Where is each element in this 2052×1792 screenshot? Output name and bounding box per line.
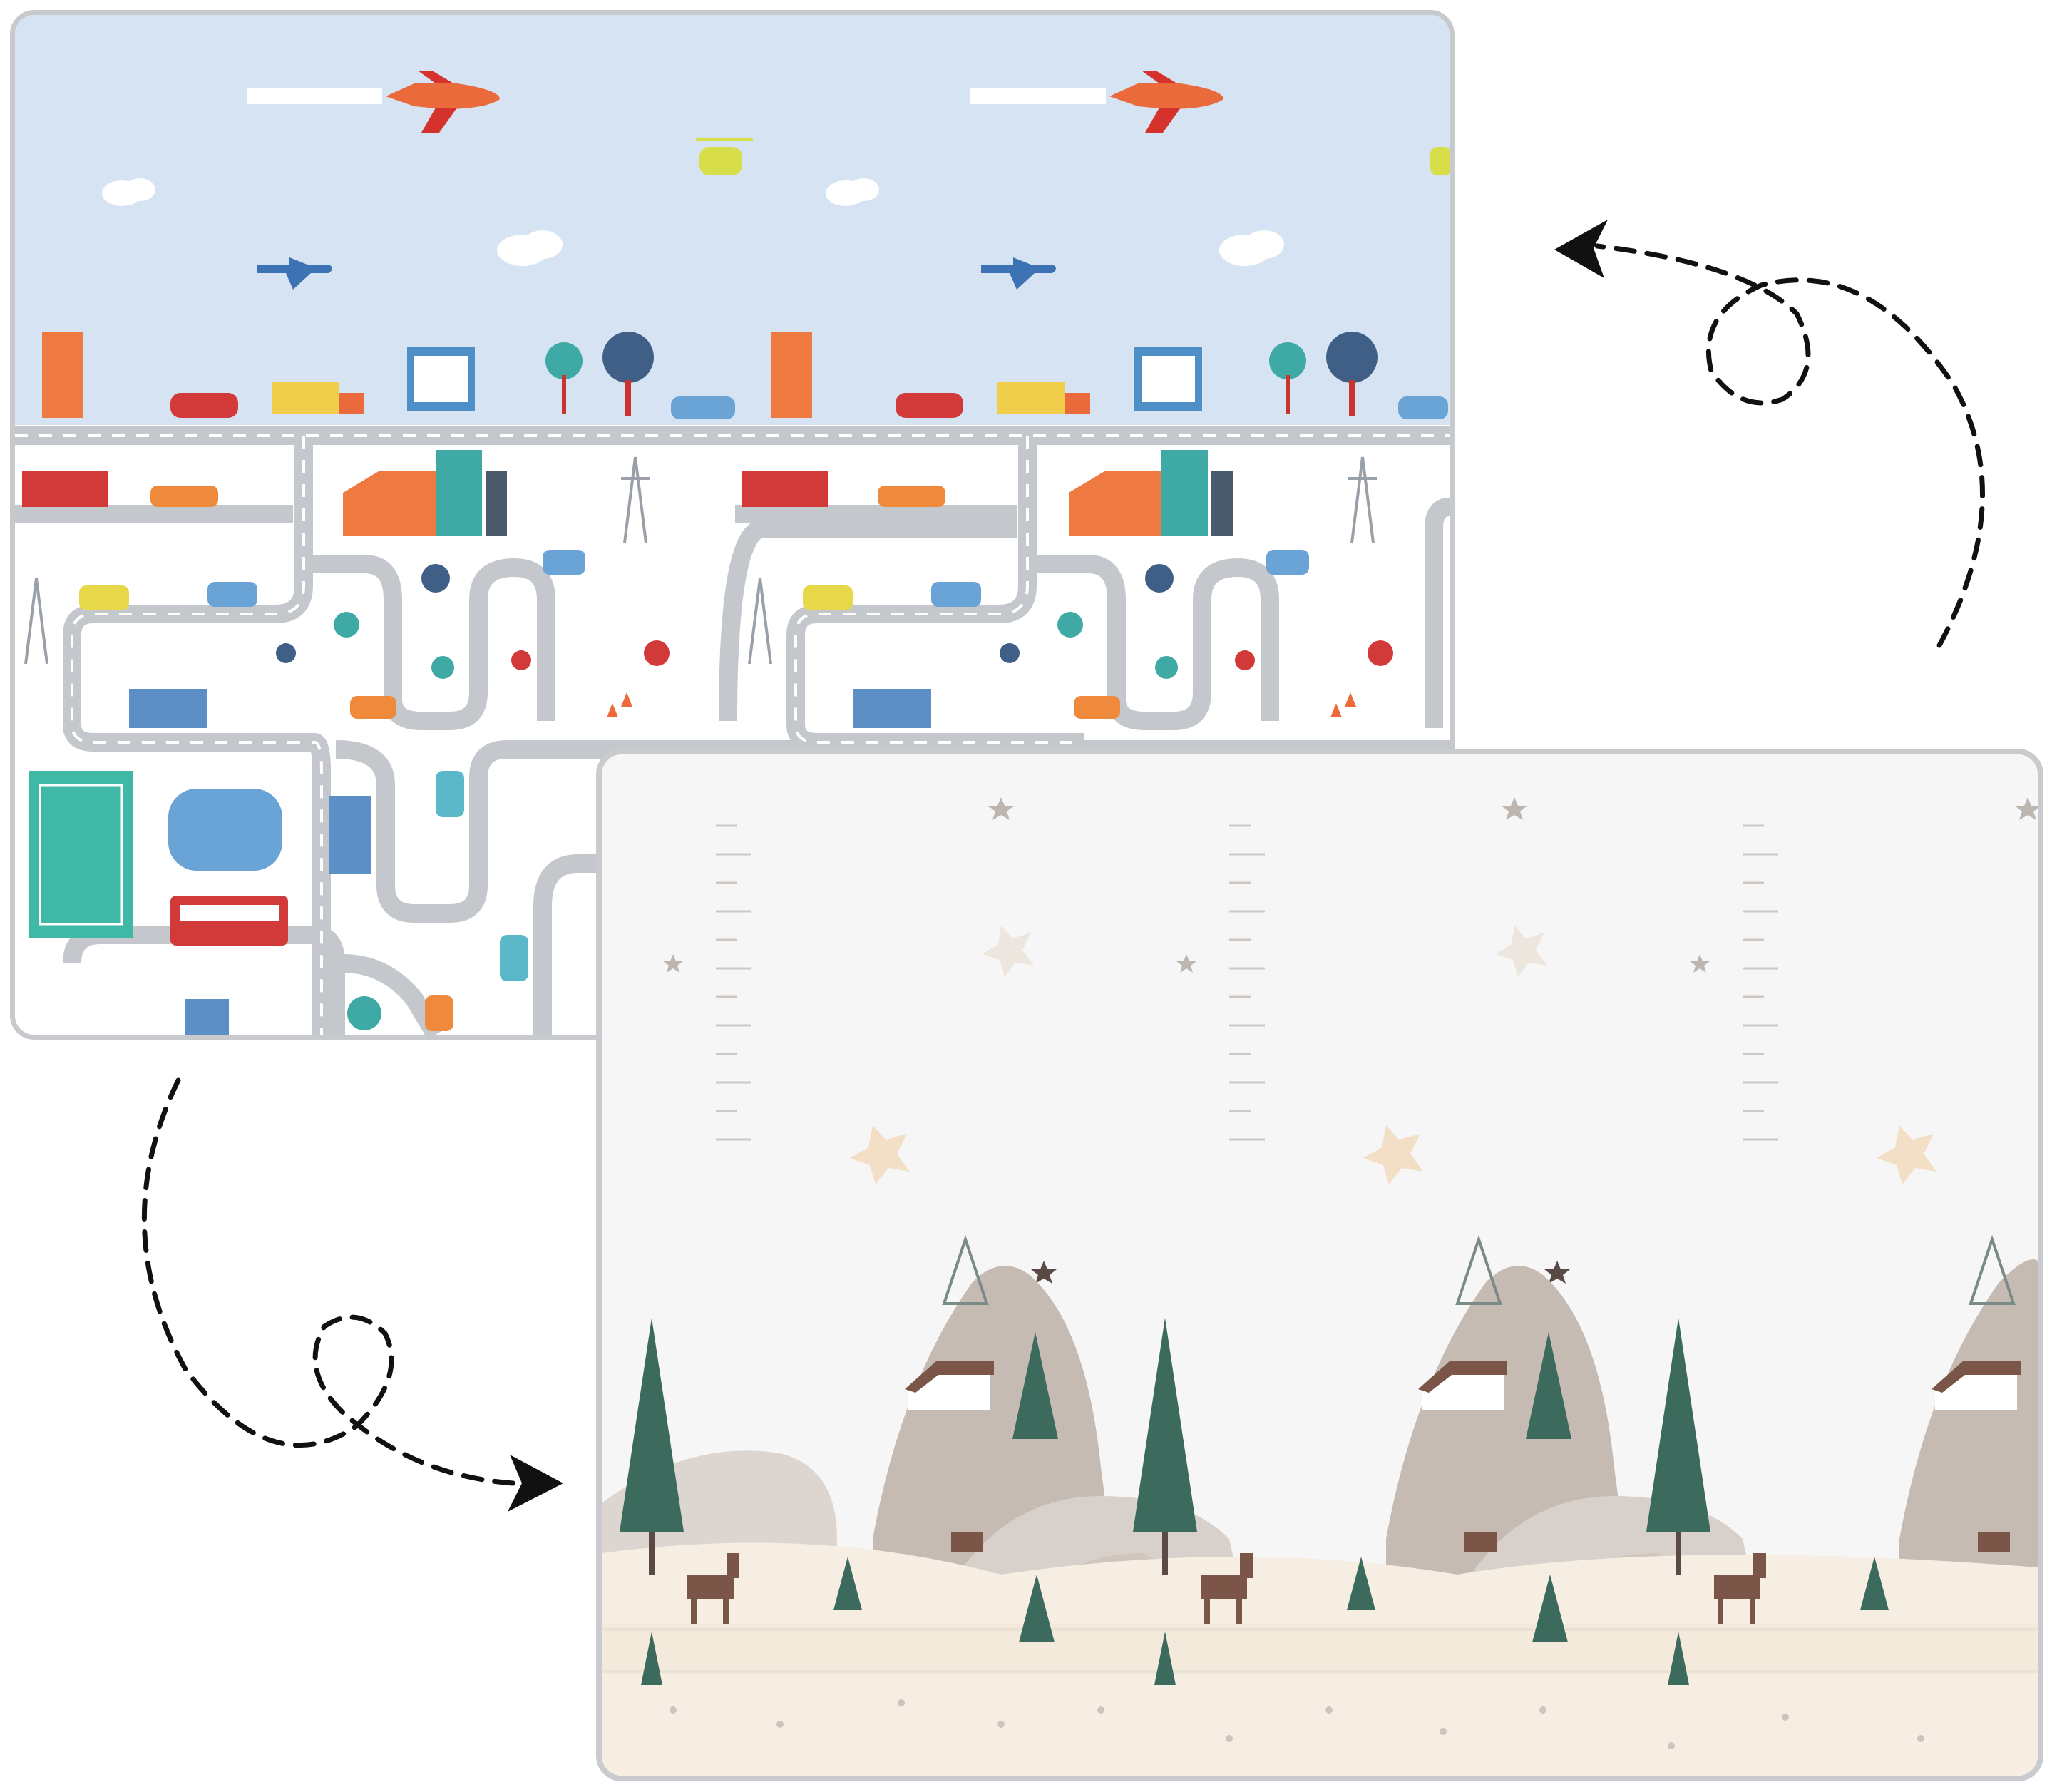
sky-area xyxy=(15,15,1450,425)
cabins xyxy=(905,1361,2021,1410)
fire-truck-icon xyxy=(22,471,828,507)
trees xyxy=(276,564,1178,679)
airplane-icon xyxy=(247,71,500,133)
pool xyxy=(168,789,282,871)
road-markings xyxy=(15,434,1450,1035)
pine-trees xyxy=(620,1318,1889,1685)
power-tower-icon xyxy=(24,456,1377,665)
outline-trees xyxy=(942,1234,2016,1305)
winter-mat-illustration xyxy=(602,754,2038,1776)
airplane-icon xyxy=(970,71,1223,133)
traffic-cone-icon xyxy=(607,692,1356,717)
bus-icon xyxy=(170,896,288,946)
sign-icon xyxy=(511,640,1393,670)
arrowhead-icon xyxy=(508,1455,563,1512)
houses xyxy=(343,450,1233,536)
small-cars xyxy=(425,771,528,1031)
winter-mat-side xyxy=(596,749,2043,1781)
height-ruler xyxy=(716,824,1778,1141)
clouds xyxy=(102,178,1284,266)
truck-icon xyxy=(329,796,371,874)
helicopter-icon xyxy=(696,138,1450,175)
sports-car-icon xyxy=(150,486,945,507)
stars xyxy=(663,797,2038,1284)
reindeer xyxy=(687,1532,2010,1624)
arrowhead-icon xyxy=(1554,220,1608,278)
flip-arrow-top xyxy=(1594,243,1985,648)
small-plane-icon xyxy=(257,257,1056,290)
small-cars xyxy=(79,550,1309,728)
flip-arrow-bottom xyxy=(141,1077,516,1486)
snow-dots xyxy=(670,1699,1924,1749)
cars xyxy=(170,382,1448,419)
tennis-court xyxy=(29,771,133,938)
tree xyxy=(347,996,381,1030)
skyline-buildings xyxy=(42,332,1378,418)
watchtower xyxy=(185,999,229,1035)
